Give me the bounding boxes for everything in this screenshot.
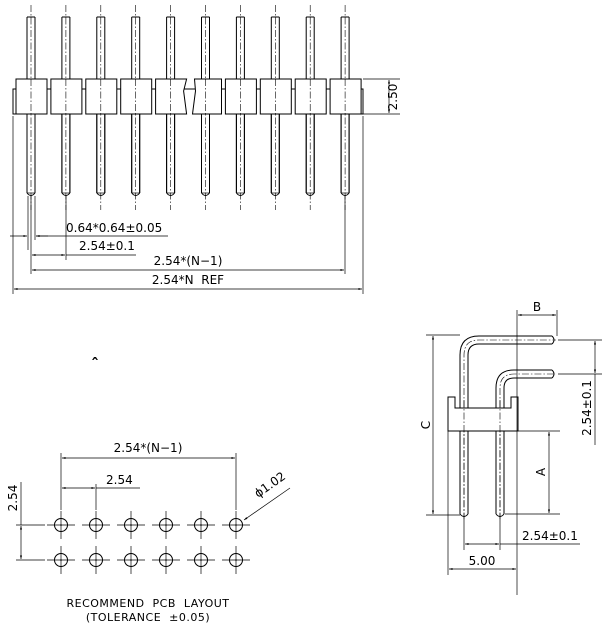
pcb-hole-diameter-label: ϕ1.02 bbox=[252, 469, 288, 500]
housing-block bbox=[120, 78, 153, 115]
housing-block bbox=[329, 78, 362, 115]
pin-tip bbox=[26, 192, 36, 196]
dim-overall-length-label: 2.54*N REF bbox=[152, 273, 224, 287]
pin-tip bbox=[96, 192, 106, 196]
housing-block-break bbox=[155, 78, 188, 115]
pcb-hole-center bbox=[130, 524, 132, 526]
pcb-hole-center bbox=[235, 559, 237, 561]
pcb-span-label: 2.54*(N−1) bbox=[114, 441, 183, 455]
pcb-hole-center bbox=[95, 559, 97, 561]
housing-block bbox=[15, 78, 48, 115]
pcb-hole-center bbox=[165, 524, 167, 526]
pcb-hole-center bbox=[200, 524, 202, 526]
housing-block bbox=[294, 78, 327, 115]
dim-pitch-label: 2.54±0.1 bbox=[79, 239, 135, 253]
pin-tip bbox=[201, 192, 210, 196]
pcb-hole-center bbox=[60, 524, 62, 526]
pcb-hole-center bbox=[200, 559, 202, 561]
pcb-pitch-x-label: 2.54 bbox=[106, 473, 133, 487]
housing-block bbox=[224, 78, 257, 115]
pcb-hole-center bbox=[95, 524, 97, 526]
pin-tip bbox=[340, 192, 350, 196]
pcb-layout bbox=[47, 511, 250, 574]
housing-block bbox=[85, 78, 118, 115]
pin-tip bbox=[166, 192, 175, 196]
pin-tip bbox=[61, 192, 71, 196]
housing-block bbox=[50, 78, 83, 115]
dim-height-label: 2.50 bbox=[386, 84, 400, 111]
pcb-dimensions: 2.54*(N−1) 2.54 2.54 ϕ1.02 RECOMMEND PCB… bbox=[6, 441, 291, 624]
front-dimensions: 2.50 0.64*0.64±0.05 2.54±0.1 2.54*(N−1) … bbox=[10, 78, 400, 294]
dim-c-label: C bbox=[419, 421, 433, 429]
dim-pin-size-label: 0.64*0.64±0.05 bbox=[66, 221, 162, 235]
pcb-hole-center bbox=[130, 559, 132, 561]
pcb-hole-center bbox=[60, 559, 62, 561]
dim-b-label: B bbox=[533, 300, 541, 314]
pin-tip bbox=[270, 192, 280, 196]
pin-tip bbox=[305, 192, 315, 196]
dim-row-spacing-label: 2.54±0.1 bbox=[580, 380, 594, 436]
side-view: B C 2.54±0.1 A 2.54±0.1 5.00 bbox=[419, 300, 602, 595]
dim-pitch-span-label: 2.54*(N−1) bbox=[154, 254, 223, 268]
dim-a-label: A bbox=[534, 467, 548, 476]
housing-block bbox=[259, 78, 292, 115]
front-view bbox=[12, 5, 364, 210]
pin-tip bbox=[236, 192, 245, 196]
pcb-title-line2: (TOLERANCE ±0.05) bbox=[86, 611, 210, 624]
pcb-title-line1: RECOMMEND PCB LAYOUT bbox=[66, 597, 229, 610]
dim-bottom-pitch-label: 2.54±0.1 bbox=[522, 529, 578, 543]
housing-block-break bbox=[191, 78, 222, 115]
pcb-pitch-y-label: 2.54 bbox=[6, 485, 20, 512]
pcb-hole-center bbox=[165, 559, 167, 561]
pcb-hole-center bbox=[235, 524, 237, 526]
pin-tip bbox=[131, 192, 141, 196]
dim-width-label: 5.00 bbox=[469, 554, 496, 568]
stray-mark: ˆ bbox=[91, 355, 99, 374]
